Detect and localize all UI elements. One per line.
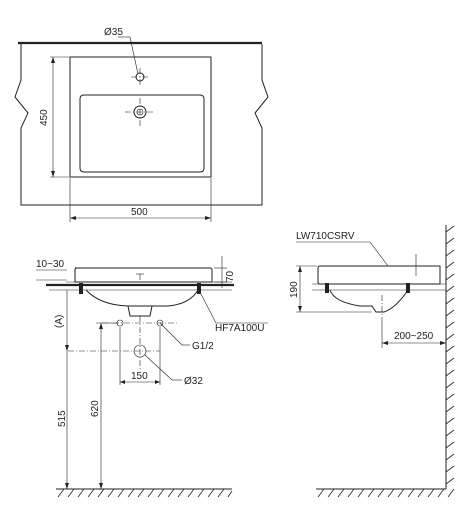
drain-outlet — [127, 305, 153, 317]
basin-bowl-front — [85, 289, 199, 307]
tap-hole-label: Ø35 — [104, 27, 123, 38]
depth-label: 450 — [39, 109, 50, 126]
arrow-left — [70, 216, 76, 220]
thread-leader — [159, 322, 183, 346]
arrow-620-top — [99, 323, 103, 329]
arrow-wall-right — [440, 341, 446, 345]
arrow-190-bottom — [298, 306, 302, 312]
height-620-label: 620 — [90, 400, 101, 417]
wall-outline — [14, 44, 269, 206]
basin-outline — [69, 56, 212, 178]
arrow-wall-left — [382, 341, 388, 345]
drain-leader — [144, 354, 173, 381]
thread-label: G1/2 — [192, 341, 214, 352]
model-label: LW710CSRV — [296, 231, 355, 242]
bracket-label: HF7A100U — [215, 323, 264, 334]
front-view: 10~30 70 HF7A100U G1/2 Ø32 150 (A) — [36, 256, 268, 498]
arrow-515-top — [65, 345, 69, 351]
arrow-150-left — [120, 380, 125, 384]
arrow-620-bottom — [99, 483, 103, 489]
side-view: LW710CSRV 190 200~250 — [289, 225, 455, 498]
basin-rim — [74, 267, 213, 283]
width-label: 500 — [131, 207, 148, 218]
bracket-side-right — [406, 283, 410, 293]
arrow-515-bottom — [65, 483, 69, 489]
wall-hatch — [445, 225, 455, 485]
bracket-left — [79, 283, 83, 294]
tap-leader — [129, 36, 139, 75]
top-view: Ø35 450 500 — [14, 27, 269, 222]
floor-hatch-side — [317, 488, 455, 498]
counter-range-label: 10~30 — [36, 259, 65, 270]
arrow-150-right — [155, 380, 160, 384]
pipe-spacing-label: 150 — [131, 371, 148, 382]
drain-label: Ø32 — [184, 376, 203, 387]
arrow-down — [51, 171, 55, 177]
rim-height-label: 70 — [225, 270, 236, 282]
model-leader — [369, 241, 389, 267]
bracket-leader — [200, 293, 217, 324]
basin-bowl — [79, 94, 205, 173]
basin-side-bowl — [329, 289, 409, 313]
bracket-right — [197, 283, 201, 294]
arrow-right — [205, 216, 211, 220]
reference-label: (A) — [54, 315, 65, 328]
bracket-side-left — [325, 283, 329, 293]
arrow-up — [51, 57, 55, 63]
side-height-label: 190 — [289, 281, 300, 298]
arrow-190-top — [298, 266, 302, 272]
floor-hatch-front — [57, 488, 233, 498]
wall-distance-label: 200~250 — [394, 331, 434, 342]
height-515-label: 515 — [57, 410, 68, 427]
basin-side-rim — [317, 265, 441, 285]
